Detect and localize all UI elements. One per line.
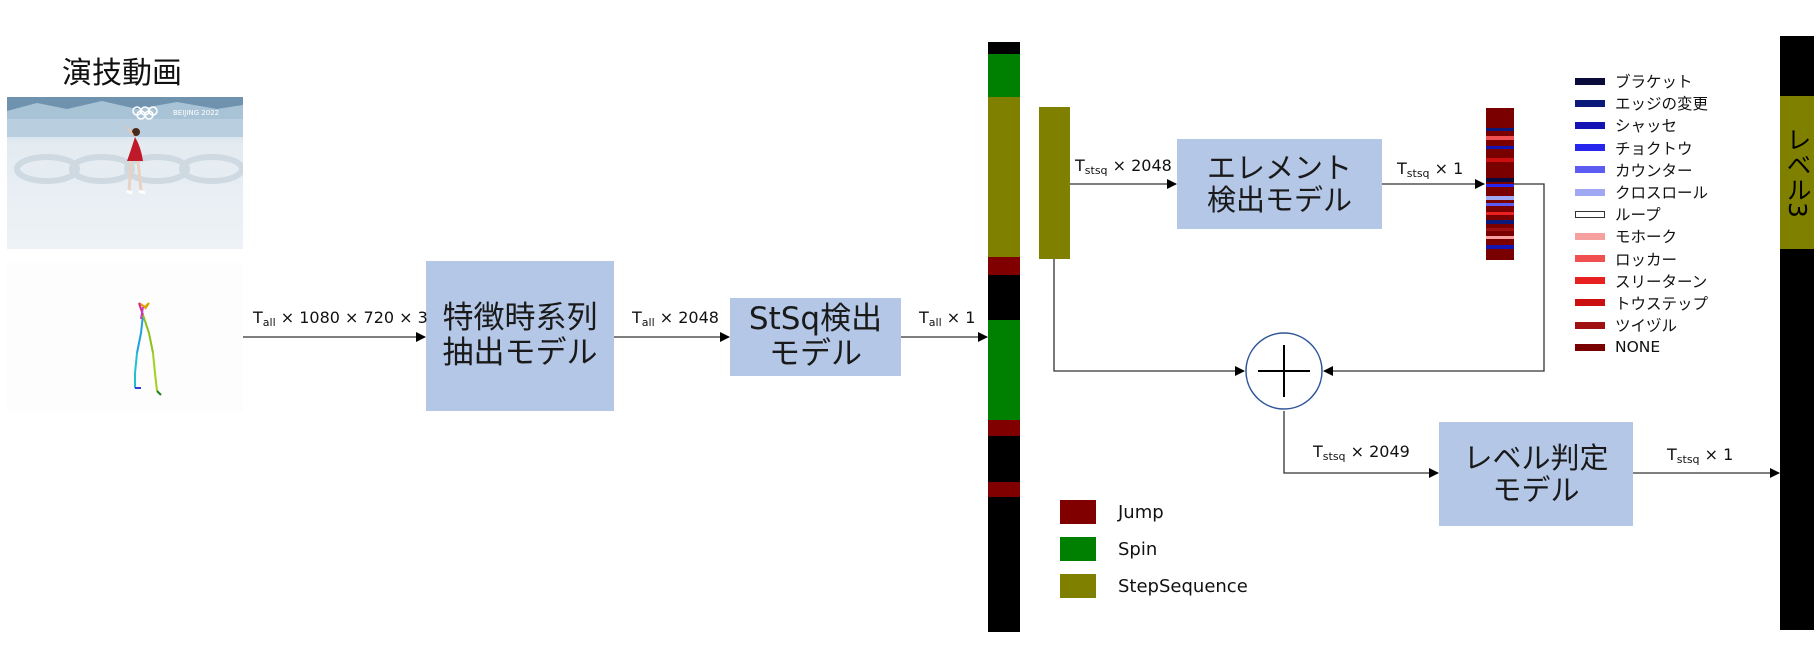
label-feature-to-stsq: Tall × 2048 <box>632 308 719 329</box>
label-concat-to-level: Tstsq × 2049 <box>1313 442 1410 463</box>
seg-stepsequence <box>988 97 1020 257</box>
label-level-out: Tstsq × 1 <box>1667 445 1734 466</box>
stepsequence-feature-block <box>1039 107 1070 259</box>
level-judgement-line1: レベル判定 <box>1463 440 1609 475</box>
level-judgement-line2: モデル <box>1492 473 1580 507</box>
photo-banner: BEIJING 2022 <box>173 109 219 117</box>
pose-skeleton <box>134 302 162 396</box>
label-stsq-to-element: Tstsq × 2048 <box>1075 156 1172 177</box>
element-legend-item: ロッカー <box>1575 248 1708 270</box>
element-legend-item: エッジの変更 <box>1575 92 1708 114</box>
label-stsq-to-bar: Tall × 1 <box>919 308 976 329</box>
element-legend-item: モホーク <box>1575 225 1708 247</box>
element-legend-item: スリーターン <box>1575 270 1708 292</box>
pose-skeleton-frame <box>7 263 243 411</box>
level-output-label: レベル3 <box>1783 127 1812 218</box>
element-detection-line1: エレメント <box>1206 150 1352 185</box>
legend-spin-swatch <box>1060 537 1096 561</box>
element-legend-item: チョクトウ <box>1575 137 1708 159</box>
element-legend-item: ループ <box>1575 203 1708 225</box>
stsq-detection-model: StSq検出 モデル <box>730 298 901 376</box>
seg-jump-1 <box>988 257 1020 275</box>
arrow-concat-to-level <box>1283 411 1439 478</box>
seg-spin-2 <box>988 320 1020 420</box>
seg-jump-2 <box>988 420 1020 436</box>
stsq-detection-line1: StSq検出 <box>748 301 883 338</box>
legend-stepsequence-swatch <box>1060 574 1096 598</box>
arrow-crop-to-concat <box>1053 259 1245 376</box>
legend-spin-label: Spin <box>1118 538 1158 560</box>
input-video-title: 演技動画 <box>62 56 182 91</box>
plus-icon <box>1258 345 1310 397</box>
element-legend-item: カウンター <box>1575 159 1708 181</box>
level-output-bar: レベル3 <box>1780 36 1814 630</box>
seg-jump-3 <box>988 482 1020 497</box>
legend-jump: Jump <box>1060 500 1164 524</box>
label-video-to-feature: Tall × 1080 × 720 × 3 <box>253 308 428 329</box>
element-legend: ブラケット エッジの変更 シャッセ チョクトウ カウンター クロスロール ループ… <box>1575 70 1708 358</box>
feature-extraction-line2: 抽出モデル <box>442 335 598 371</box>
skating-video-frame: BEIJING 2022 <box>7 97 243 249</box>
legend-stepsequence-label: StepSequence <box>1118 575 1248 597</box>
label-element-out: Tstsq × 1 <box>1397 159 1464 180</box>
seg-spin-1 <box>988 54 1020 97</box>
level-output-label-wrap: レベル3 <box>1780 100 1814 245</box>
element-detection-model: エレメント 検出モデル <box>1177 139 1382 229</box>
element-legend-item: NONE <box>1575 336 1708 358</box>
element-legend-item: ツイヅル <box>1575 314 1708 336</box>
legend-jump-swatch <box>1060 500 1096 524</box>
level-judgement-model: レベル判定 モデル <box>1439 422 1633 526</box>
level-stepsequence-segment <box>1780 96 1814 249</box>
element-legend-item: シャッセ <box>1575 114 1708 136</box>
element-legend-item: ブラケット <box>1575 70 1708 92</box>
element-detection-line2: 検出モデル <box>1206 183 1352 217</box>
rink-image: BEIJING 2022 <box>7 97 243 195</box>
action-sequence-bar <box>988 42 1020 632</box>
legend-jump-label: Jump <box>1118 501 1164 523</box>
feature-extraction-line1: 特徴時系列 <box>442 300 598 337</box>
element-legend-item: トウステップ <box>1575 292 1708 314</box>
element-prediction-strip <box>1486 108 1514 260</box>
legend-spin: Spin <box>1060 537 1157 561</box>
arrow-strip-to-concat <box>1323 183 1545 376</box>
legend-stepsequence: StepSequence <box>1060 574 1248 598</box>
stsq-detection-line2: モデル <box>769 336 862 372</box>
feature-extraction-model: 特徴時系列 抽出モデル <box>426 261 614 411</box>
element-legend-item: クロスロール <box>1575 181 1708 203</box>
